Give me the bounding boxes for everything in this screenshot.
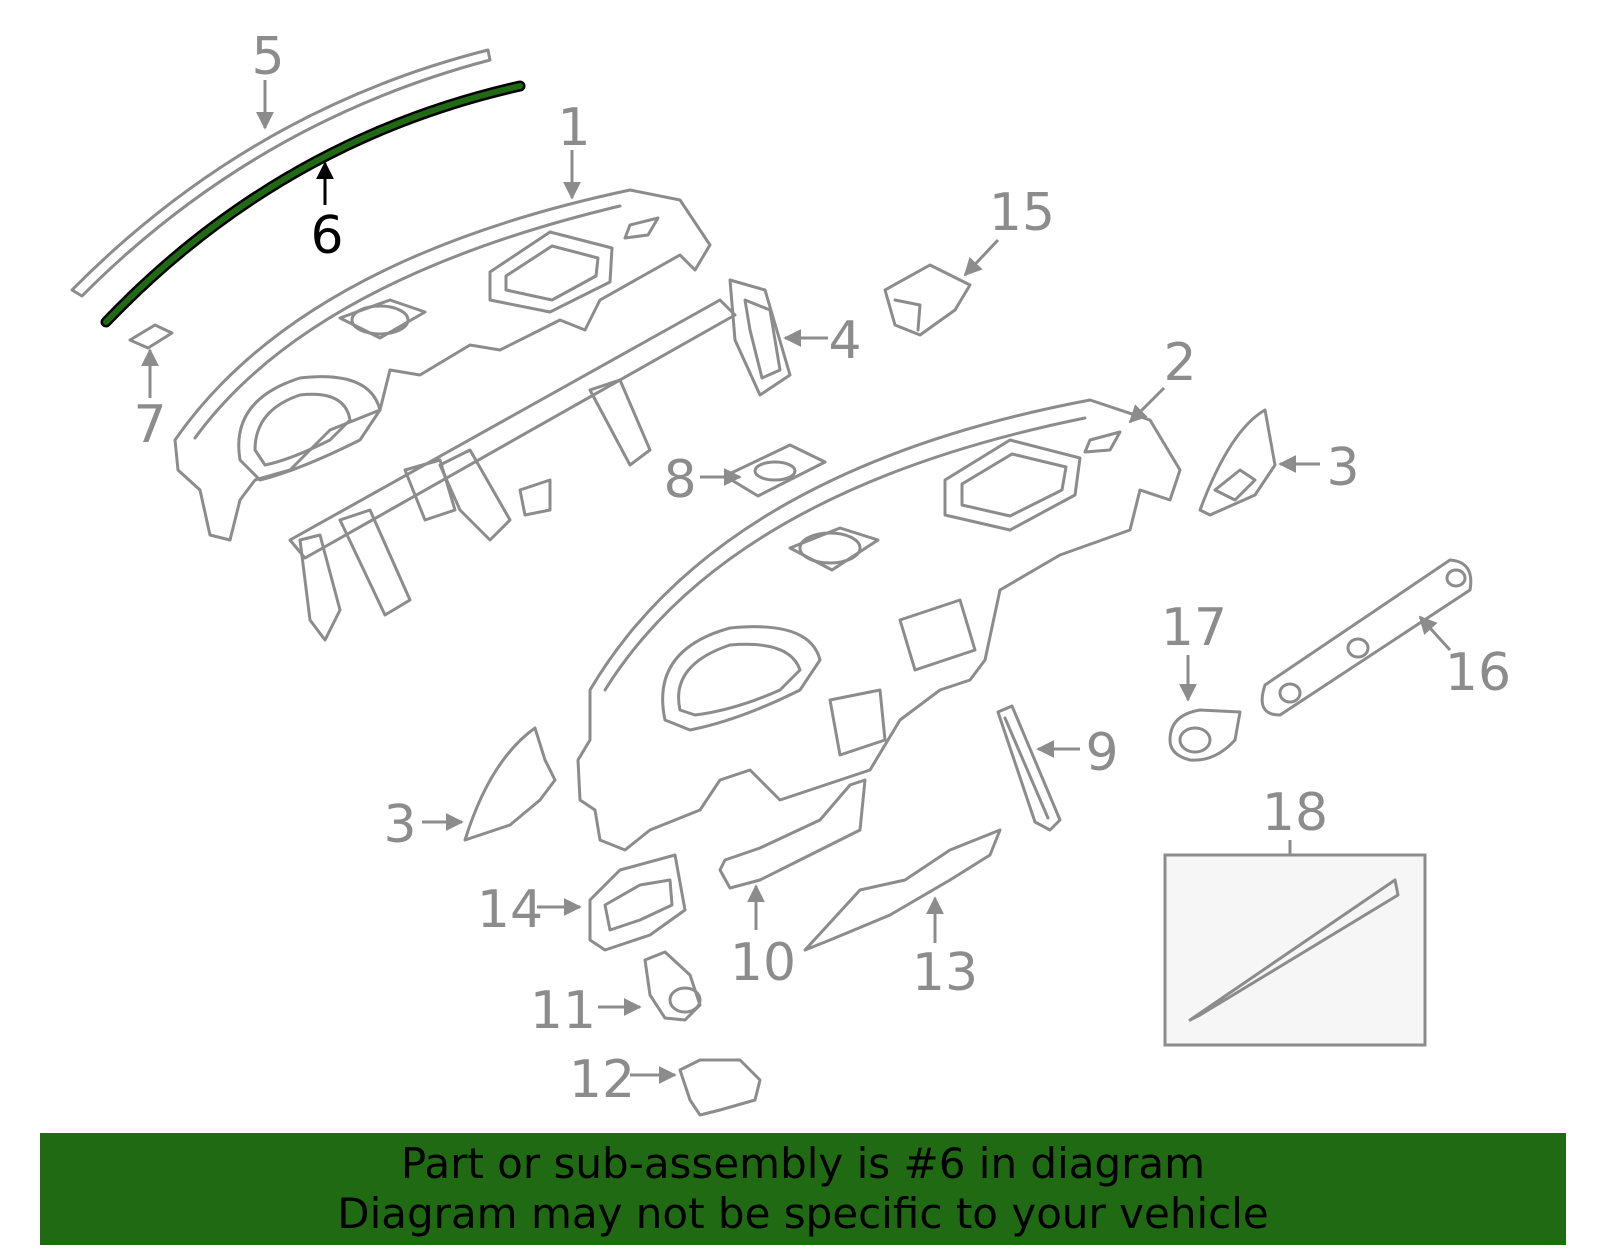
callout-4: 4 (828, 311, 861, 371)
callout-2: 2 (1163, 333, 1196, 393)
part-6-seal-highlighted[interactable] (100, 80, 526, 328)
part-4-cross-beam (288, 278, 792, 642)
callout-7: 7 (133, 395, 166, 455)
part-2-instrument-panel (576, 398, 1182, 852)
part-14-switch-bezel (588, 853, 687, 952)
part-8-bezel (723, 443, 827, 498)
part-10-bracket (718, 778, 867, 890)
part-3-end-cap-left (463, 726, 557, 842)
callout-16: 16 (1445, 643, 1511, 703)
part-11-switch (643, 950, 702, 1022)
part-7-clip (128, 323, 174, 350)
callout-3-right: 3 (1326, 438, 1359, 498)
callout-9: 9 (1085, 723, 1118, 783)
callout-5: 5 (251, 27, 284, 87)
part-16-trim-panel (1260, 558, 1473, 717)
banner-line-2: Diagram may not be specific to your vehi… (337, 1189, 1269, 1238)
callout-15: 15 (989, 183, 1055, 243)
info-banner: Part or sub-assembly is #6 in diagram Di… (40, 1133, 1566, 1245)
part-9-trim (996, 704, 1062, 832)
callout-14: 14 (477, 880, 543, 940)
part-3-end-cap-right (1198, 408, 1277, 517)
banner-line-1: Part or sub-assembly is #6 in diagram (400, 1139, 1206, 1188)
part-5-molding (70, 48, 492, 298)
part-18-deco-trim (1163, 853, 1427, 1047)
leader-lines (141, 80, 1452, 1084)
part-1-upper-panel (173, 188, 712, 542)
part-13-lower-trim (803, 828, 1002, 952)
callout-17: 17 (1161, 598, 1227, 658)
callout-13: 13 (912, 943, 978, 1003)
callout-18: 18 (1262, 783, 1328, 843)
callout-6: 6 (310, 206, 343, 266)
callout-12: 12 (569, 1050, 635, 1110)
callout-3-left: 3 (383, 795, 416, 855)
callout-8: 8 (663, 450, 696, 510)
callout-10: 10 (730, 933, 796, 993)
part-15-module (883, 263, 972, 337)
callout-1: 1 (557, 98, 590, 158)
callout-labels: 5 6 7 1 15 4 2 3 8 17 16 9 3 18 14 10 13… (133, 27, 1511, 1110)
parts-diagram: 5 6 7 1 15 4 2 3 8 17 16 9 3 18 14 10 13… (70, 27, 1511, 1117)
part-12-connector (678, 1058, 762, 1117)
callout-11: 11 (530, 981, 596, 1041)
part-17-ring (1168, 708, 1242, 762)
